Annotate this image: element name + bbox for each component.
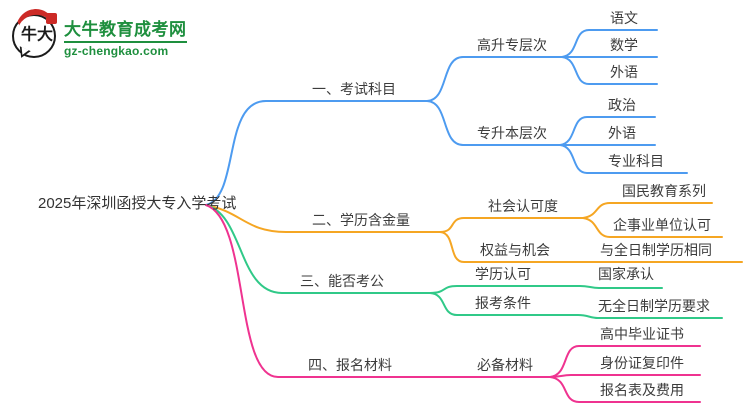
connector-to-enterprise-recognition: [582, 217, 723, 238]
connector-to-id-copy: [549, 374, 701, 378]
leaf-chinese: 语文: [610, 10, 638, 26]
connector-to-foreign-language-1: [561, 56, 658, 85]
connector-to-social-recognition: [439, 217, 584, 233]
connector-root-to-civil-service: [205, 204, 431, 294]
leaf-state-recognized: 国家承认: [598, 266, 654, 282]
leaf-id-copy: 身份证复印件: [600, 355, 684, 371]
connector-exam-to-high-level: [426, 56, 563, 102]
connector-to-registration-form-fee: [549, 376, 701, 403]
connector-exam-to-bachelor-level: [426, 100, 561, 146]
node-application-conditions: 报考条件: [475, 295, 531, 311]
leaf-high-school-diploma: 高中毕业证书: [600, 326, 684, 342]
node-degree-recognition: 学历认可: [475, 266, 531, 282]
leaf-foreign-language-2: 外语: [608, 125, 636, 141]
connector-to-application-conditions: [429, 292, 723, 319]
connector-to-high-school-diploma: [549, 345, 701, 378]
logo-mark-text: 大牛: [18, 25, 51, 43]
logo-bull-badge: 大牛: [12, 6, 58, 66]
connector-to-rights-opportunities: [439, 231, 743, 263]
leaf-no-fulltime-requirement: 无全日制学历要求: [598, 298, 710, 314]
connector-to-national-education-series: [582, 202, 713, 219]
branch-registration-materials: 四、报名材料: [308, 357, 392, 373]
leaf-politics: 政治: [608, 97, 636, 113]
node-high-to-college-level: 高升专层次: [477, 37, 547, 53]
connector-root-to-exam-subjects: [205, 100, 428, 206]
branch-civil-service-exam: 三、能否考公: [300, 273, 384, 289]
root-topic: 2025年深圳函授大专入学考试: [38, 195, 237, 212]
node-college-to-bachelor-level: 专升本层次: [477, 125, 547, 141]
logo-text-block: 大牛教育成考网 gz-chengkao.com: [64, 15, 187, 58]
connector-to-chinese: [561, 29, 658, 58]
site-name: 大牛教育成考网: [64, 19, 187, 39]
branch-degree-value: 二、学历含金量: [312, 212, 410, 228]
leaf-major-subject: 专业科目: [608, 153, 664, 169]
branch-exam-subjects: 一、考试科目: [312, 81, 396, 97]
logo-red-seal-icon: [46, 13, 57, 24]
connector-root-to-registration-materials: [205, 204, 551, 378]
leaf-same-as-fulltime: 与全日制学历相同: [600, 242, 712, 258]
logo-divider: [64, 40, 187, 43]
connector-to-politics: [559, 116, 656, 146]
connector-root-to-degree-value: [205, 204, 441, 233]
site-logo: 大牛 大牛教育成考网 gz-chengkao.com: [12, 6, 187, 66]
leaf-foreign-language-1: 外语: [610, 64, 638, 80]
leaf-national-education-series: 国民教育系列: [622, 183, 706, 199]
site-url: gz-chengkao.com: [64, 43, 169, 58]
connector-to-degree-recognition: [429, 285, 663, 294]
leaf-math: 数学: [610, 37, 638, 53]
node-social-recognition: 社会认可度: [488, 198, 558, 214]
node-rights-opportunities: 权益与机会: [480, 242, 550, 258]
leaf-enterprise-recognition: 企事业单位认可: [613, 217, 711, 233]
leaf-registration-form-fee: 报名表及费用: [600, 382, 684, 398]
connector-to-major-subject: [559, 144, 688, 174]
node-required-materials: 必备材料: [477, 357, 533, 373]
